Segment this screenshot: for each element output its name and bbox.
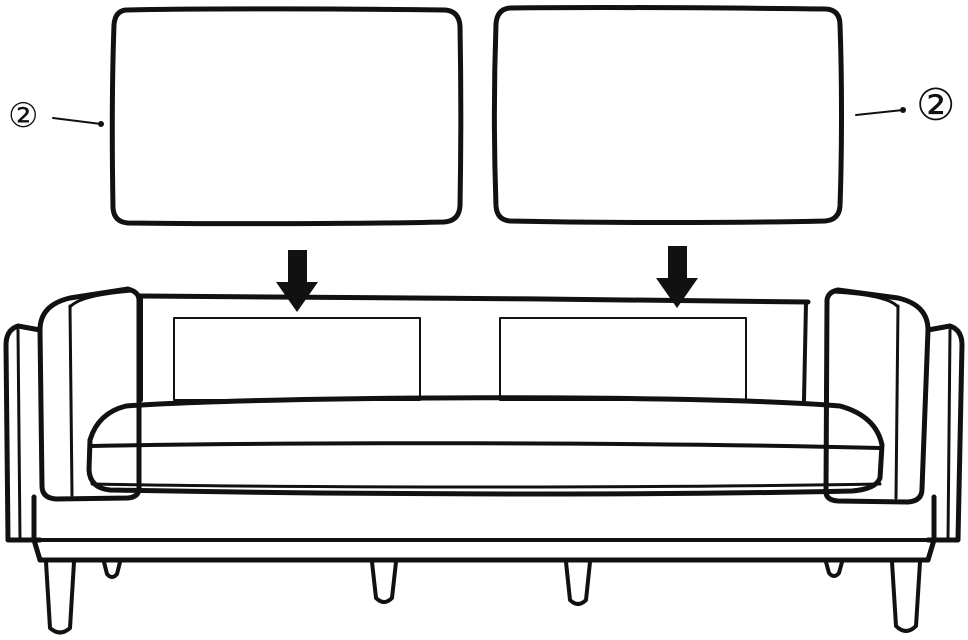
sofa-backrest [137,293,811,305]
sofa-base [31,494,937,563]
left-arm-outer [3,323,43,543]
leader-line-left [52,117,102,125]
left-armrest [37,286,142,502]
down-arrow-left-icon [276,250,318,312]
leader-dot-left [98,121,104,127]
back-cushion-right [492,5,844,225]
sofa-leg-center-left [370,560,398,604]
sofa-leg-back-right [824,560,844,578]
right-arm-outer [925,323,965,543]
leader-line-right [855,109,904,116]
callout-label-left: ② [8,96,39,136]
placement-slot-left [173,317,421,401]
sofa-leg-front-left [44,560,76,635]
sofa-leg-back-left [102,560,122,579]
down-arrow-right-icon [656,246,698,308]
right-armrest [823,287,931,505]
leader-dot-right [900,107,906,113]
seat-cushion [86,395,885,497]
back-cushion-left [109,6,464,227]
callout-label-right: ② [916,80,956,131]
sofa-leg-front-right [890,560,922,633]
placement-slot-right [499,317,747,401]
sofa-leg-center-right [564,560,592,606]
